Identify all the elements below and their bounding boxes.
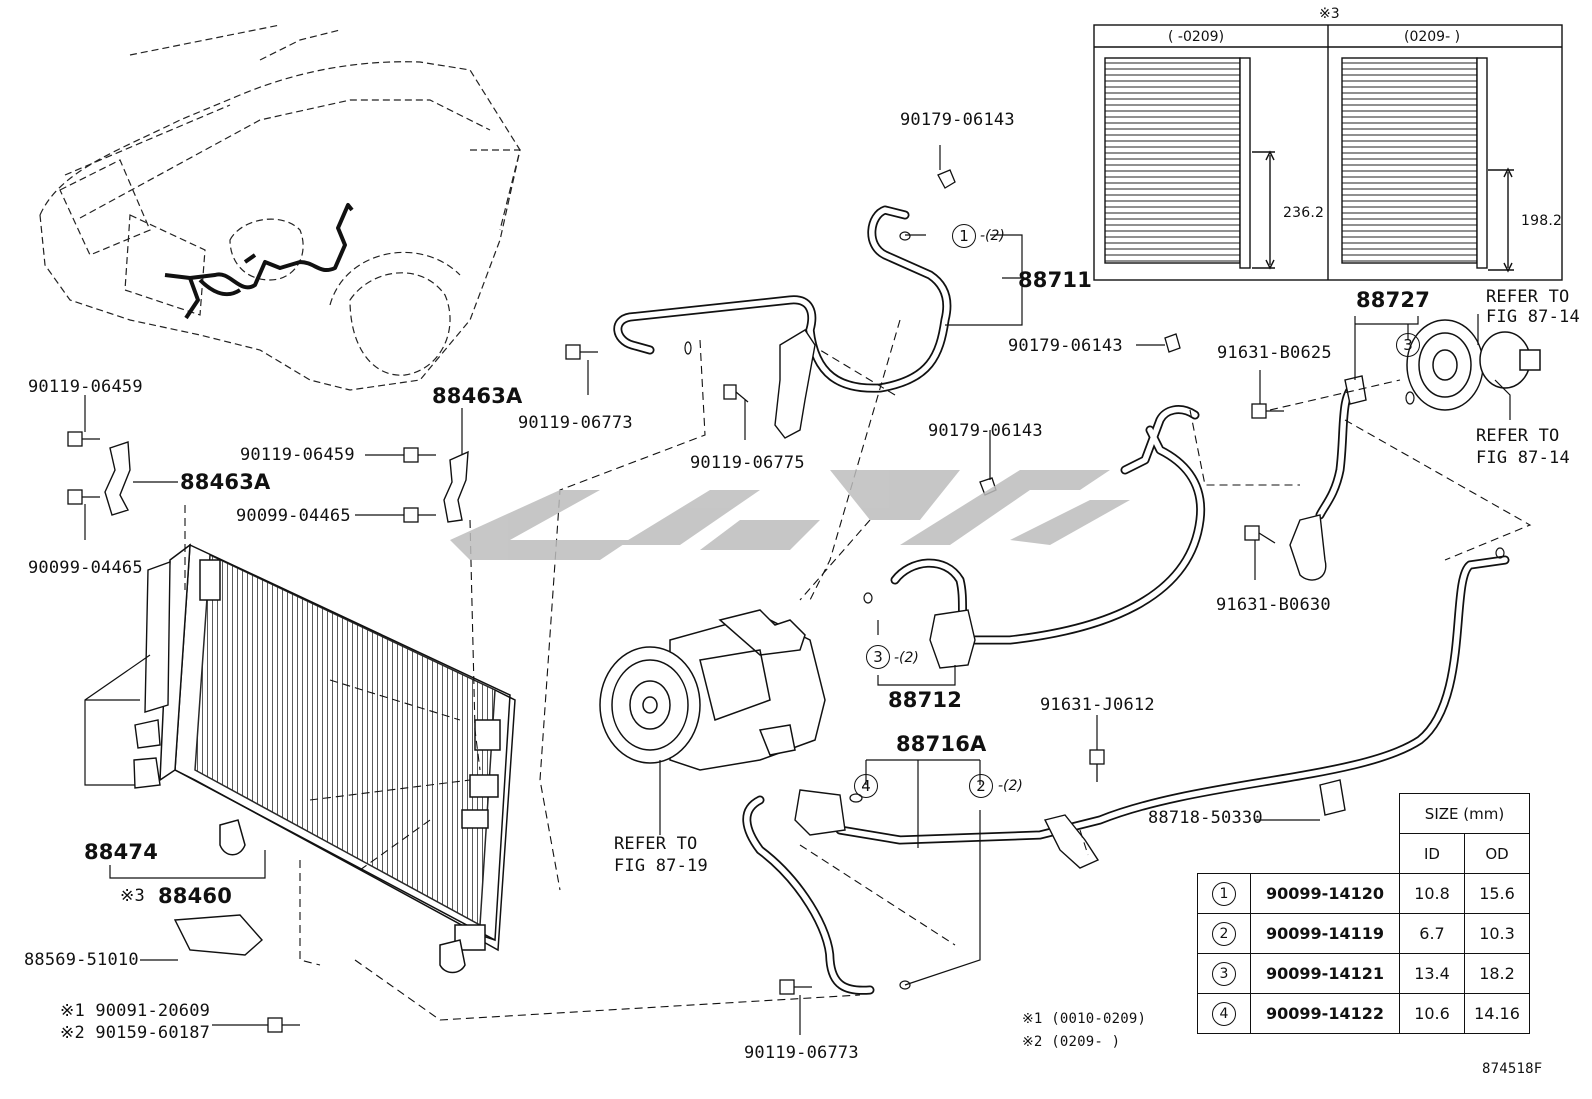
pipes-inner — [615, 207, 1508, 994]
inset-condensers — [1093, 24, 1563, 281]
callout-1: 1 — [952, 224, 976, 248]
vehicle-outline — [39, 24, 521, 391]
row-id: 10.6 — [1399, 993, 1465, 1034]
bolt-91631-B0625: 91631-B0625 — [1217, 343, 1332, 363]
row-part: 90099-14122 — [1250, 993, 1400, 1034]
row-od: 18.2 — [1464, 953, 1530, 994]
refer-fig-87-14-b-line1: REFER TO — [1476, 426, 1560, 446]
row-part: 90099-14121 — [1250, 953, 1400, 994]
row-part: 90099-14120 — [1250, 873, 1400, 914]
brackets-88463A — [104, 441, 469, 523]
callout-3-a-qty: -(2) — [894, 650, 919, 666]
inset-left-dimension: 236.2 — [1283, 205, 1325, 221]
callout-3-b: 3 — [1396, 333, 1420, 357]
table-row: 3 90099-14121 13.4 18.2 — [1197, 953, 1530, 994]
note-mark-3: ※3 — [120, 886, 145, 906]
pipe-fittings — [173, 329, 1367, 956]
part-88463A-upper: 88463A — [432, 384, 523, 408]
row-mark: 3 — [1212, 961, 1236, 986]
harness-highlight — [164, 203, 354, 320]
part-88711: 88711 — [1018, 268, 1093, 292]
watermark-logo — [450, 470, 1130, 560]
part-88463A-lower: 88463A — [180, 470, 271, 494]
part-88569-51010: 88569-51010 — [24, 950, 139, 970]
part-88474: 88474 — [84, 840, 159, 864]
size-table-col-od: OD — [1464, 833, 1530, 874]
inset-right-dimension: 198.2 — [1521, 213, 1563, 229]
part-88718-50330: 88718-50330 — [1148, 808, 1263, 828]
inset-right-header: (0209- ) — [1404, 29, 1461, 45]
bolt-91631-B0630: 91631-B0630 — [1216, 595, 1331, 615]
row-id: 10.8 — [1399, 873, 1465, 914]
bolt-90179-06143-mid: 90179-06143 — [1008, 336, 1123, 356]
bolt-90099-04465-left: 90099-04465 — [28, 558, 143, 578]
part-88460: 88460 — [158, 884, 233, 908]
callout-1-qty: -(2) — [980, 228, 1005, 244]
row-mark: 1 — [1212, 881, 1236, 906]
insulators — [133, 560, 171, 789]
condenser — [159, 543, 516, 974]
refer-fig-87-19-line1: REFER TO — [614, 834, 698, 854]
refer-fig-87-14-b-line2: FIG 87-14 — [1476, 448, 1570, 468]
size-table-title: SIZE (mm) — [1399, 793, 1530, 834]
o-ring-size-table: SIZE (mm) ID OD 1 90099-14120 10.8 15.6 … — [1197, 793, 1530, 1034]
bolt-90119-06459-left: 90119-06459 — [28, 377, 143, 397]
callout-4: 4 — [854, 774, 878, 798]
o-rings — [684, 231, 1505, 990]
bolt-90119-06775: 90119-06775 — [690, 453, 805, 473]
size-table-col-id: ID — [1399, 833, 1465, 874]
callout-2: 2 — [969, 774, 993, 798]
footnote-1: ※1 (0010-0209) — [1022, 1011, 1147, 1027]
table-row: 4 90099-14122 10.6 14.16 — [1197, 993, 1530, 1034]
bolt-90179-06143-low: 90179-06143 — [928, 421, 1043, 441]
table-row: 2 90099-14119 6.7 10.3 — [1197, 913, 1530, 954]
footnote-2: ※2 (0209- ) — [1022, 1034, 1121, 1050]
row-od: 15.6 — [1464, 873, 1530, 914]
row-mark: 4 — [1212, 1001, 1236, 1026]
refer-fig-87-14-a-line2: FIG 87-14 — [1486, 307, 1580, 327]
row-id: 13.4 — [1399, 953, 1465, 994]
callout-3-a: 3 — [866, 645, 890, 669]
row-id: 6.7 — [1399, 913, 1465, 954]
row-od: 14.16 — [1464, 993, 1530, 1034]
bolt-note-2: ※2 90159-60187 — [60, 1023, 211, 1043]
bolt-91631-J0612: 91631-J0612 — [1040, 695, 1155, 715]
bolt-note-1: ※1 90091-20609 — [60, 1001, 211, 1021]
refer-fig-87-19-line2: FIG 87-19 — [614, 856, 708, 876]
refer-fig-87-14-a-line1: REFER TO — [1486, 287, 1570, 307]
part-88727: 88727 — [1356, 288, 1431, 312]
part-88712: 88712 — [888, 688, 963, 712]
row-mark: 2 — [1212, 921, 1236, 946]
inset-note-mark: ※3 — [1319, 6, 1340, 22]
bolt-90119-06459-mid: 90119-06459 — [240, 445, 355, 465]
figure-id: 874518F — [1482, 1061, 1543, 1077]
row-od: 10.3 — [1464, 913, 1530, 954]
bolt-90179-06143-top: 90179-06143 — [900, 110, 1015, 130]
clutch — [1406, 319, 1541, 411]
part-88716A: 88716A — [896, 732, 987, 756]
leader-lines — [84, 145, 1511, 1035]
bolt-90119-06773-top: 90119-06773 — [518, 413, 633, 433]
callout-2-qty: -(2) — [998, 778, 1023, 794]
inset-left-header: ( -0209) — [1168, 29, 1225, 45]
table-row: 1 90099-14120 10.8 15.6 — [1197, 873, 1530, 914]
row-part: 90099-14119 — [1250, 913, 1400, 954]
compressor — [599, 609, 826, 771]
bolt-90099-04465-mid: 90099-04465 — [236, 506, 351, 526]
bolt-90119-06773-bottom: 90119-06773 — [744, 1043, 859, 1063]
